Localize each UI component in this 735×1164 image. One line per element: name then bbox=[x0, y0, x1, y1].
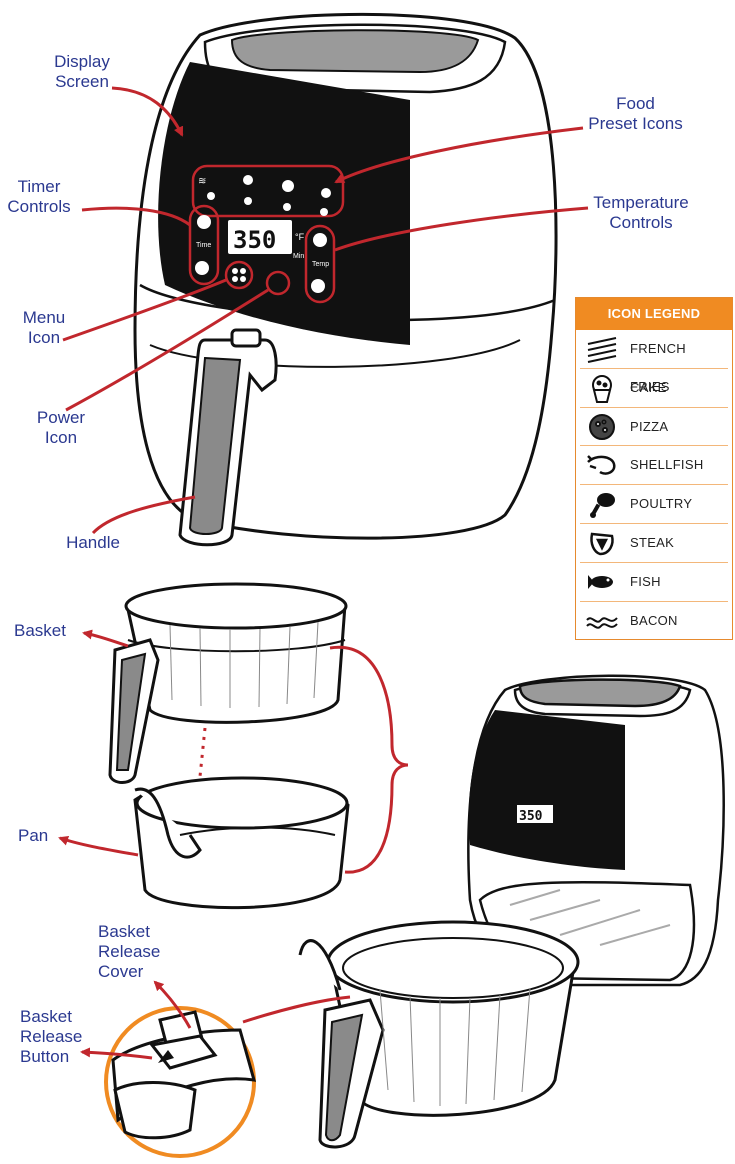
legend-item: CAKE bbox=[580, 369, 728, 408]
preset-icons-outline bbox=[191, 164, 345, 218]
arrow-release-cover bbox=[153, 980, 192, 1029]
bacon-icon bbox=[584, 606, 620, 636]
legend-title: ICON LEGEND bbox=[576, 298, 732, 330]
legend-item-label: SHELLFISH bbox=[630, 457, 704, 473]
label-basket: Basket bbox=[14, 621, 66, 640]
legend-item: BACON bbox=[580, 602, 728, 641]
poultry-icon bbox=[584, 489, 620, 519]
cake-icon bbox=[584, 373, 620, 403]
main-handle bbox=[178, 328, 278, 547]
label-food-preset-icons: Food Preset Icons bbox=[588, 94, 683, 133]
legend-item-label: BACON bbox=[630, 612, 678, 628]
legend-item-label: POULTRY bbox=[630, 496, 693, 512]
pizza-icon bbox=[584, 412, 620, 442]
legend-item: FISH bbox=[580, 563, 728, 602]
fish-icon bbox=[584, 567, 620, 597]
arrow-handle bbox=[91, 495, 196, 535]
big-basket bbox=[298, 920, 580, 1149]
french-fries-icon bbox=[584, 334, 620, 364]
unit-min: Min bbox=[293, 253, 304, 260]
arrow-menu bbox=[62, 278, 227, 342]
legend-item-label: FISH bbox=[630, 573, 661, 589]
label-power-icon: Power Icon bbox=[36, 408, 86, 447]
legend-item-label: PIZZA bbox=[630, 418, 669, 434]
display-panel bbox=[158, 62, 410, 345]
pan-drawing bbox=[133, 776, 350, 910]
legend-item-label: STEAK bbox=[630, 534, 675, 550]
steak-icon bbox=[584, 528, 620, 558]
display-readout: 350 bbox=[233, 226, 276, 254]
svg-text:350: 350 bbox=[519, 809, 543, 824]
power-icon-outline bbox=[265, 270, 291, 296]
open-display-panel bbox=[468, 710, 625, 870]
timer-controls-outline bbox=[188, 204, 220, 286]
arrow-release-button bbox=[80, 1047, 153, 1060]
label-temperature-controls: Temperature Controls bbox=[593, 193, 689, 232]
label-basket-release-button: Basket Release Button bbox=[20, 1007, 83, 1066]
arrow-timer bbox=[81, 206, 191, 227]
legend-item-label: FRENCH FRIES bbox=[630, 341, 686, 394]
shellfish-icon bbox=[584, 450, 620, 480]
menu-icon-outline bbox=[224, 260, 254, 290]
label-display-screen: Display Screen bbox=[54, 52, 110, 91]
arrow-temp bbox=[334, 206, 589, 252]
brace bbox=[329, 645, 409, 874]
legend-item: SHELLFISH bbox=[580, 446, 728, 486]
arrow-power bbox=[65, 288, 269, 412]
label-handle: Handle bbox=[66, 533, 120, 552]
label-basket-release-cover: Basket Release Cover bbox=[98, 922, 161, 981]
label-menu-icon: Menu Icon bbox=[22, 308, 66, 347]
time-label: Time bbox=[196, 242, 211, 249]
label-pan: Pan bbox=[18, 826, 49, 845]
legend-item-label: CAKE bbox=[630, 379, 667, 395]
legend-item: PIZZA bbox=[580, 408, 728, 447]
arrow-food bbox=[334, 126, 584, 184]
arrow-basket bbox=[82, 629, 129, 648]
magnifier bbox=[104, 1006, 257, 1158]
svg-text:≋: ≋ bbox=[198, 176, 206, 187]
unit-f: °F bbox=[295, 232, 305, 242]
legend-item: STEAK bbox=[580, 524, 728, 563]
control-panel bbox=[188, 164, 345, 304]
basket-drawing bbox=[108, 582, 348, 784]
temp-label: Temp bbox=[312, 261, 329, 268]
arrow-pan bbox=[58, 835, 139, 857]
arrow-display bbox=[111, 86, 184, 137]
temp-controls-outline bbox=[304, 224, 336, 304]
legend-item: FRENCH FRIES bbox=[580, 330, 728, 394]
label-timer-controls: Timer Controls bbox=[7, 177, 71, 216]
legend-item: POULTRY bbox=[580, 485, 728, 524]
